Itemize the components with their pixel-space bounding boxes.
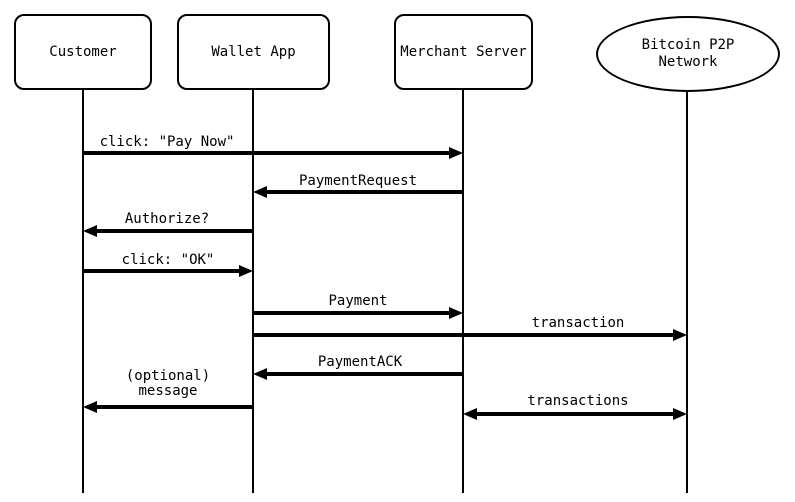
message-arrow-payment-request bbox=[253, 186, 463, 198]
message-label-transactions: transactions bbox=[527, 393, 629, 409]
arrowhead-right-icon bbox=[673, 329, 687, 341]
message-label-click-pay-now: click: "Pay Now" bbox=[99, 134, 235, 150]
actor-wallet-app: Wallet App bbox=[177, 14, 330, 90]
actor-customer: Customer bbox=[14, 14, 152, 90]
arrow-shaft bbox=[83, 269, 242, 273]
arrowhead-left-icon bbox=[253, 368, 267, 380]
message-label-payment-ack: PaymentACK bbox=[317, 354, 403, 370]
arrowhead-left-icon bbox=[83, 225, 97, 237]
message-label-click-ok: click: "OK" bbox=[121, 252, 215, 268]
arrow-shaft bbox=[264, 372, 463, 376]
lifeline-bitcoin-p2p-network bbox=[686, 92, 688, 493]
actor-bitcoin-p2p-network: Bitcoin P2P Network bbox=[596, 16, 780, 92]
arrowhead-right-icon bbox=[449, 307, 463, 319]
arrowhead-right-icon bbox=[239, 265, 253, 277]
message-label-authorize: Authorize? bbox=[124, 211, 210, 227]
message-arrow-transactions bbox=[463, 408, 687, 420]
actor-merchant-server: Merchant Server bbox=[394, 14, 533, 90]
arrow-shaft bbox=[253, 311, 452, 315]
arrowhead-left-icon bbox=[253, 186, 267, 198]
message-label-payment: Payment bbox=[328, 293, 388, 309]
arrow-shaft bbox=[253, 333, 676, 337]
message-label-payment-request: PaymentRequest bbox=[298, 173, 418, 189]
message-arrow-transaction bbox=[253, 329, 687, 341]
message-arrow-optional-message bbox=[83, 401, 253, 413]
message-arrow-payment-ack bbox=[253, 368, 463, 380]
arrow-shaft bbox=[264, 190, 463, 194]
arrowhead-right-icon bbox=[449, 147, 463, 159]
actor-customer-label: Customer bbox=[49, 43, 117, 60]
message-label-transaction: transaction bbox=[531, 315, 625, 331]
arrow-shaft bbox=[94, 229, 253, 233]
message-arrow-click-pay-now bbox=[83, 147, 463, 159]
lifeline-wallet-app bbox=[252, 90, 254, 493]
arrowhead-right-icon bbox=[673, 408, 687, 420]
lifeline-customer bbox=[82, 90, 84, 493]
arrow-shaft bbox=[474, 412, 676, 416]
arrow-shaft bbox=[94, 405, 253, 409]
message-label-optional-message: (optional) message bbox=[125, 368, 211, 399]
actor-wallet-app-label: Wallet App bbox=[211, 43, 296, 60]
message-arrow-click-ok bbox=[83, 265, 253, 277]
actor-merchant-server-label: Merchant Server bbox=[400, 43, 527, 60]
actor-bitcoin-p2p-network-label: Bitcoin P2P Network bbox=[641, 37, 735, 70]
message-arrow-authorize bbox=[83, 225, 253, 237]
message-arrow-payment bbox=[253, 307, 463, 319]
lifeline-merchant-server bbox=[462, 90, 464, 493]
arrowhead-left-icon bbox=[463, 408, 477, 420]
arrow-shaft bbox=[83, 151, 452, 155]
arrowhead-left-icon bbox=[83, 401, 97, 413]
